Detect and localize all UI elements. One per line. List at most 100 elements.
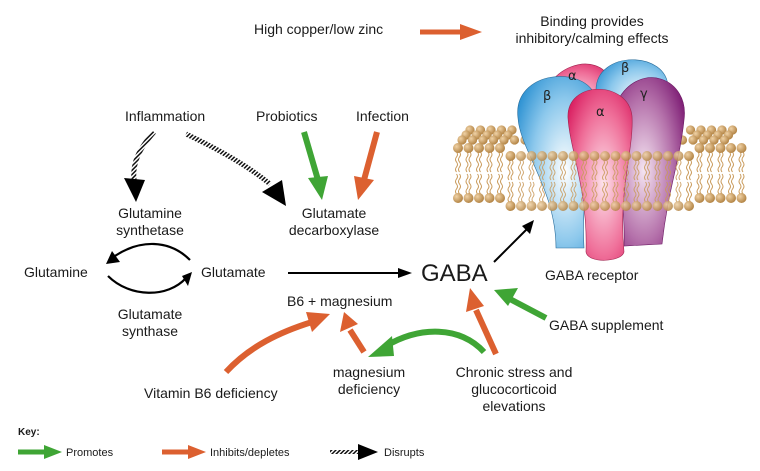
lipid-tail xyxy=(489,151,493,173)
gaba-supplement-label: GABA supplement xyxy=(549,317,664,333)
key-label-disrupts: Disrupts xyxy=(384,447,425,459)
lipid-head xyxy=(688,135,698,145)
lipid-tail xyxy=(689,181,692,203)
lipid-head xyxy=(558,201,568,211)
lipid-tail xyxy=(500,173,503,195)
lipid-tail xyxy=(615,159,619,181)
lipid-tail xyxy=(741,151,745,173)
lipid-head xyxy=(694,143,705,153)
lipid-tail xyxy=(647,181,650,203)
lipid-head xyxy=(652,201,663,211)
lipid-head xyxy=(568,201,579,211)
lipid-head xyxy=(453,143,463,153)
lipid-tail xyxy=(696,173,700,195)
lipid-tail xyxy=(518,181,521,203)
lipid-head xyxy=(709,135,719,145)
lipid-tail xyxy=(626,159,629,181)
lipid-head xyxy=(499,135,509,145)
lipid-head xyxy=(537,151,547,161)
key-title: Key: xyxy=(18,427,40,438)
lipid-tail xyxy=(539,159,542,181)
lipid-head xyxy=(474,143,484,153)
lipid-tail xyxy=(570,159,574,181)
lipid-tail xyxy=(510,159,514,181)
lipid-tail xyxy=(710,151,713,173)
lipid-tail xyxy=(591,181,595,203)
lipid-tail xyxy=(602,181,605,203)
lipid-head xyxy=(484,193,495,203)
lipid-tail xyxy=(465,173,469,195)
subunit-label-beta-back: β xyxy=(621,61,629,76)
lipid-tail xyxy=(699,151,703,173)
key-disrupts-arrow xyxy=(330,444,378,460)
lipid-head xyxy=(558,151,568,161)
lipid-head xyxy=(621,201,631,211)
lipid-tail xyxy=(738,173,742,195)
chronic-stress-to-magnesium-deficiency-arrow xyxy=(368,328,487,357)
subunit-label-beta-left: β xyxy=(543,89,551,104)
glutamate-label: Glutamate xyxy=(201,264,266,280)
lipid-tail xyxy=(647,159,650,181)
lipid-tail xyxy=(458,151,461,173)
lipid-head xyxy=(719,135,730,145)
glutamate-synthase-label-line1: Glutamate xyxy=(117,306,183,322)
lipid-tail xyxy=(605,159,608,181)
lipid-tail xyxy=(518,159,521,181)
lipid-head xyxy=(705,143,715,153)
lipid-tail xyxy=(657,181,661,203)
lipid-tail xyxy=(668,181,671,203)
key-promotes-arrow xyxy=(18,445,62,459)
lipid-head xyxy=(495,193,505,203)
lipid-tail xyxy=(573,159,577,181)
lipid-tail xyxy=(570,181,574,203)
lipid-tail xyxy=(720,151,724,173)
lipid-tail xyxy=(560,181,563,203)
lipid-tail xyxy=(710,173,713,195)
magnesium-deficiency-label-line1: magnesium xyxy=(332,364,406,380)
magnesium-deficiency-label-line2: deficiency xyxy=(337,381,401,397)
lipid-tail xyxy=(552,181,556,203)
glutamate-synthase-label-line2: synthase xyxy=(121,323,179,339)
lipid-tail xyxy=(696,151,700,173)
lipid-tail xyxy=(615,181,619,203)
lipid-head xyxy=(467,135,478,145)
lipid-head xyxy=(463,143,474,153)
lipid-tail xyxy=(465,151,469,173)
glutamine-synthetase-label-line2: synthetase xyxy=(116,222,184,238)
lipid-tail xyxy=(626,181,629,203)
glutamine-label: Glutamine xyxy=(24,264,88,280)
lipid-tail xyxy=(584,181,587,203)
lipid-head xyxy=(600,201,610,211)
lipid-membrane-front xyxy=(516,151,684,211)
lipid-tail xyxy=(633,159,637,181)
lipid-tail xyxy=(468,173,472,195)
lipid-head xyxy=(685,125,696,135)
lipid-tail xyxy=(720,173,724,195)
lipid-tail xyxy=(521,159,524,181)
lipid-head xyxy=(526,151,537,161)
lipid-tail xyxy=(633,181,637,203)
lipid-tail xyxy=(497,173,500,195)
lipid-tail xyxy=(486,173,490,195)
glutamate-to-glutamine-arrow xyxy=(106,242,191,264)
lipid-head xyxy=(705,193,715,203)
lipid-tail xyxy=(542,181,545,203)
gaba-to-receptor-arrow xyxy=(493,220,534,263)
lipid-head xyxy=(474,193,484,203)
glutamine-to-glutamate-arrow xyxy=(107,272,192,294)
lipid-tail xyxy=(468,151,472,173)
gaba-receptor-label: GABA receptor xyxy=(545,267,639,283)
lipid-tail xyxy=(591,159,595,181)
receptor-subunit-alpha-front xyxy=(567,88,633,261)
lipid-tail xyxy=(573,181,577,203)
lipid-head xyxy=(698,135,709,145)
glutamate-to-gaba-arrow xyxy=(288,268,412,278)
lipid-head xyxy=(463,193,474,203)
lipid-head xyxy=(642,201,652,211)
lipid-head xyxy=(642,151,652,161)
lipid-head xyxy=(726,193,736,203)
lipid-head xyxy=(547,151,558,161)
vitamin-b6-deficiency-arrow xyxy=(223,312,330,375)
lipid-tail xyxy=(507,159,511,181)
lipid-tail xyxy=(612,181,616,203)
